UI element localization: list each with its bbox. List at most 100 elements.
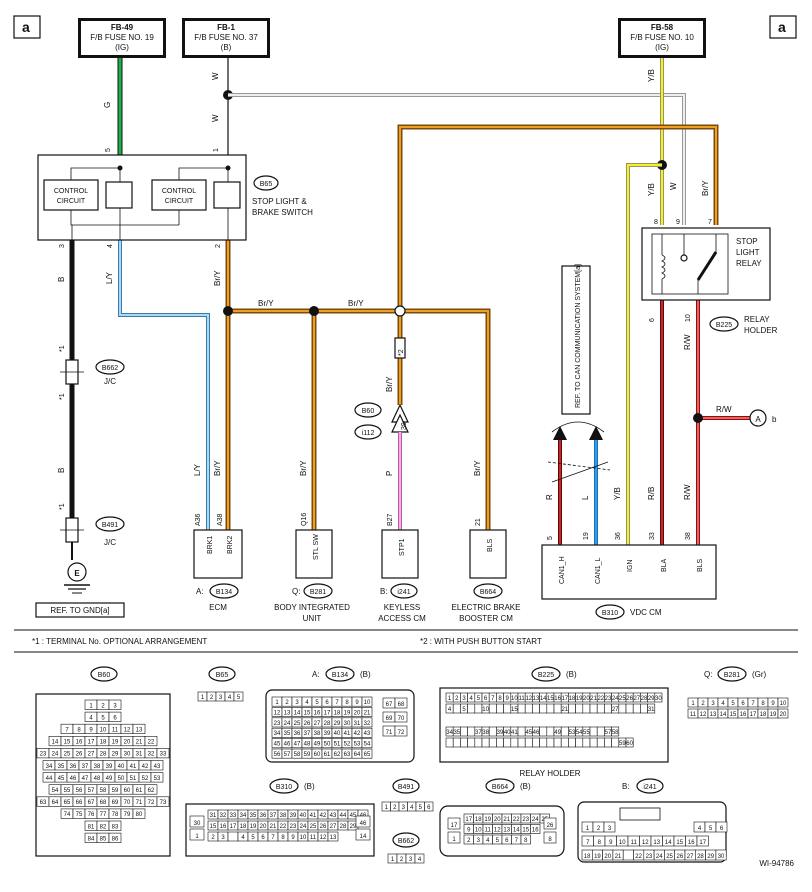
svg-text:A:: A: bbox=[312, 670, 320, 679]
corner-box-right bbox=[769, 15, 797, 39]
svg-text:CONTROL: CONTROL bbox=[162, 188, 196, 195]
b60-pin: 63 bbox=[40, 800, 47, 806]
b60-pin: 16 bbox=[76, 740, 83, 746]
option-box-star2 bbox=[394, 337, 406, 359]
svg-text:B:: B: bbox=[380, 587, 388, 596]
svg-text:38: 38 bbox=[685, 532, 692, 540]
b310-pin: 31 bbox=[210, 813, 217, 819]
b60-pin: 6 bbox=[113, 715, 117, 721]
b225-cell bbox=[503, 737, 512, 748]
b281-pin: 14 bbox=[720, 712, 727, 718]
svg-text:B134: B134 bbox=[216, 589, 232, 596]
module-keyless: B27 STP1 B: i241 KEYLESS ACCESS CM bbox=[378, 513, 426, 623]
b225-cell bbox=[488, 703, 497, 714]
b662-pin: 3 bbox=[409, 857, 413, 863]
i241-pin: 3 bbox=[608, 826, 612, 832]
svg-text:ACCESS CM: ACCESS CM bbox=[378, 614, 426, 623]
wire-label-bry1: Br/Y bbox=[213, 270, 222, 286]
b310-pin: 20 bbox=[260, 824, 267, 830]
b225-pin: 21 bbox=[561, 707, 568, 713]
b225-pin: 46 bbox=[533, 730, 540, 736]
svg-text:RELAY: RELAY bbox=[744, 315, 770, 324]
i241-cell bbox=[715, 849, 727, 861]
b60-pin: 86 bbox=[112, 836, 119, 842]
b134-cell bbox=[361, 727, 373, 738]
b134-pin: 54 bbox=[364, 742, 371, 748]
b310-cell bbox=[355, 828, 371, 841]
wire-label-bry-top: Br/Y bbox=[701, 180, 710, 196]
svg-text:FB-58: FB-58 bbox=[651, 23, 674, 32]
b225-cell bbox=[452, 737, 461, 748]
svg-text:B:: B: bbox=[622, 782, 630, 791]
svg-text:BLS: BLS bbox=[487, 538, 494, 552]
b310-pin: 12 bbox=[320, 835, 327, 841]
b225-pin: 13 bbox=[533, 696, 540, 702]
b310-pin: 45 bbox=[350, 813, 357, 819]
svg-text:F/B FUSE NO. 19: F/B FUSE NO. 19 bbox=[90, 33, 154, 42]
b310-cell bbox=[227, 831, 239, 842]
svg-text:1: 1 bbox=[213, 148, 220, 152]
b134-cell bbox=[361, 748, 373, 759]
b225-pin: 58 bbox=[612, 730, 619, 736]
b281-pin: 4 bbox=[721, 701, 725, 707]
b134-pin: 65 bbox=[364, 752, 371, 758]
i241-cell bbox=[696, 835, 709, 847]
b60-pin: 72 bbox=[148, 800, 155, 806]
b664-cell bbox=[543, 817, 557, 830]
b225-pin: 16 bbox=[554, 696, 561, 702]
b60-pin: 41 bbox=[130, 764, 137, 770]
splice-bry-2 bbox=[309, 306, 319, 316]
corner-label-right: a bbox=[778, 19, 786, 35]
svg-text:BLS: BLS bbox=[697, 558, 704, 572]
b310-pin: 13 bbox=[330, 835, 337, 841]
svg-text:36: 36 bbox=[615, 532, 622, 540]
b60-pin: 70 bbox=[124, 800, 131, 806]
b60-cell bbox=[156, 748, 170, 759]
wire-label-rb: R/B bbox=[647, 487, 656, 500]
b310-pin: 15 bbox=[210, 824, 217, 830]
b225-cell bbox=[503, 703, 512, 714]
svg-text:i112: i112 bbox=[362, 430, 375, 437]
b60-pin: 22 bbox=[148, 740, 155, 746]
b134-pin: 39 bbox=[324, 731, 331, 737]
b60-pin: 12 bbox=[124, 728, 131, 734]
b225-cell bbox=[539, 726, 548, 737]
b225-cell bbox=[596, 737, 605, 748]
svg-text:B662: B662 bbox=[102, 365, 118, 372]
b134-pin: 34 bbox=[274, 731, 281, 737]
i241-pin: 10 bbox=[619, 840, 626, 846]
svg-text:(IG): (IG) bbox=[655, 43, 669, 52]
b310-pin: 29 bbox=[350, 824, 357, 830]
svg-text:B60: B60 bbox=[98, 672, 111, 679]
i241-pin: 4 bbox=[698, 826, 702, 832]
b664-pin: 21 bbox=[503, 817, 510, 823]
svg-text:CONTROL: CONTROL bbox=[54, 188, 88, 195]
b60-pin: 46 bbox=[70, 776, 77, 782]
b134-cell bbox=[361, 738, 373, 749]
wire-label-g: G bbox=[103, 102, 112, 108]
b225-cell bbox=[510, 737, 519, 748]
b60-cell bbox=[132, 808, 146, 819]
b225-cell bbox=[589, 726, 598, 737]
b225-cell bbox=[460, 737, 468, 748]
b60-pin: 26 bbox=[76, 752, 83, 758]
b310-pin: 41 bbox=[310, 813, 317, 819]
b225-cell bbox=[474, 737, 483, 748]
b310-pin: 30 bbox=[194, 821, 201, 827]
b225-cell bbox=[488, 737, 497, 748]
b310-pin: 21 bbox=[270, 824, 277, 830]
b134-pin: 21 bbox=[364, 710, 371, 716]
b60-pin: 9 bbox=[89, 728, 93, 734]
b134-pin: 38 bbox=[314, 731, 321, 737]
b664-pin: 1 bbox=[452, 837, 456, 843]
b310-cell bbox=[189, 828, 205, 841]
b60-pin: 82 bbox=[100, 824, 107, 830]
b491-pin: 2 bbox=[393, 805, 397, 811]
b60-cell bbox=[108, 711, 122, 722]
i241-pin: 9 bbox=[609, 840, 613, 846]
stop-light-switch: CONTROL CIRCUIT CONTROL CIRCUIT B65 STOP… bbox=[37, 154, 313, 241]
b65-pin: 2 bbox=[210, 695, 214, 701]
b664-pin: 9 bbox=[467, 827, 471, 833]
svg-text:(IG): (IG) bbox=[115, 43, 129, 52]
